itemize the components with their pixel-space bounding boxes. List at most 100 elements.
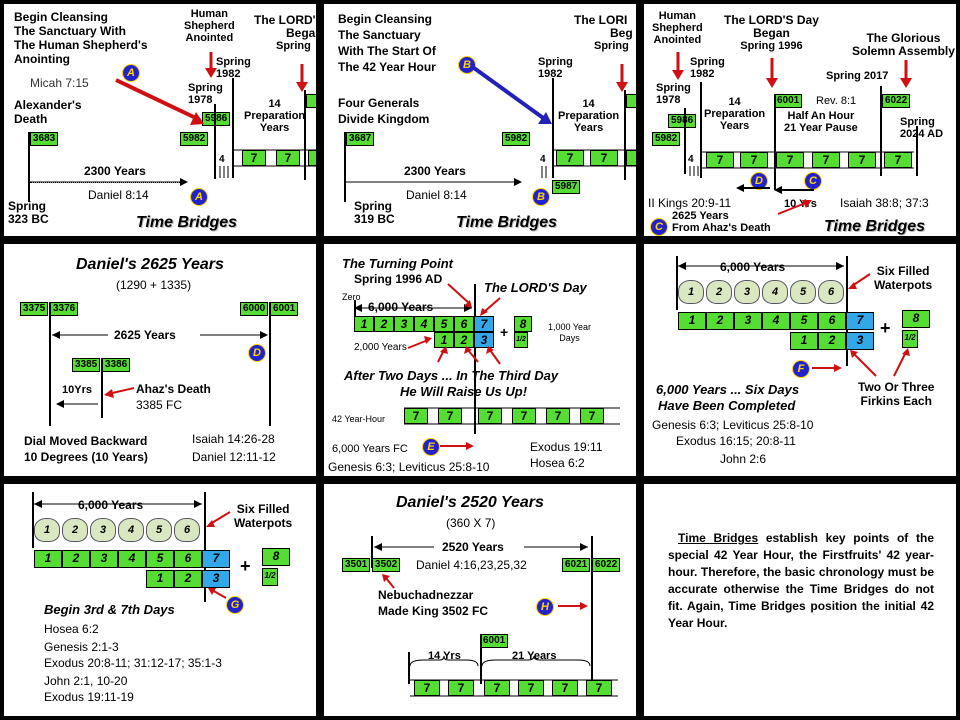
p1-1982: 1982	[216, 68, 241, 80]
p5-day-3: 3	[394, 316, 414, 332]
p7-begin-days: Begin 3rd & 7th Days	[44, 602, 175, 617]
p7-pot-6: 6	[174, 518, 200, 542]
p3-line-1982	[700, 82, 702, 178]
p1-2300-years: 2300 Years	[84, 164, 146, 178]
p8-label-3502: 3502	[372, 558, 401, 572]
p1-label-6-cut	[306, 94, 316, 108]
p5-day-b3: 3	[474, 332, 494, 348]
p5-day-b1: 1	[434, 332, 454, 348]
p3-solemn: Solemn Assembly	[852, 44, 955, 58]
p3-half-hour-t: Half An Hour	[787, 110, 855, 122]
p3-spring-2017: Spring 2017	[826, 70, 889, 82]
p9-body: establish key points of the special 42 Y…	[668, 531, 934, 630]
p1-human: Human	[190, 8, 228, 20]
panel-time-bridges-a: Begin Cleansing The Sanctuary With The H…	[4, 4, 316, 236]
p7-plus: +	[240, 556, 251, 576]
p2-preparation: Preparation	[558, 110, 620, 122]
p8-label-6022: 6022	[592, 558, 621, 572]
p5-2000: 2,000 Years	[354, 342, 407, 353]
p5-6000: 6,000 Years	[368, 300, 434, 314]
p5-thousand-t: 1,000 Year	[548, 322, 592, 332]
p3-rev81: Rev. 8:1	[816, 95, 857, 107]
p6-pot-6: 6	[818, 280, 844, 304]
p2-divide: Divide Kingdom	[338, 112, 430, 126]
p6-day-b2: 2	[818, 332, 846, 350]
p3-spring-a: Spring	[690, 56, 725, 68]
p2-beg: Beg	[610, 26, 633, 40]
p3-prep-years: 14 Preparation Years	[704, 96, 765, 132]
p3-arrows	[672, 52, 914, 215]
p8-sub: (360 X 7)	[446, 516, 496, 530]
p7-day-5: 5	[146, 550, 174, 568]
p7-day-3: 3	[90, 550, 118, 568]
p5-genesis: Genesis 6:3; Leviticus 25:8-10	[328, 460, 490, 474]
p8-line-left	[371, 536, 373, 568]
p4-label-3385: 3385	[72, 358, 101, 372]
p9-lead: Time Bridges	[678, 531, 759, 545]
p3-lords-day: The LORD'S Day Began Spring 1996	[724, 14, 819, 53]
p2-line-right	[624, 90, 626, 180]
p1-lords: The LORD'	[254, 13, 316, 27]
p1-shepherd: Shepherd	[184, 20, 235, 32]
p3-label-5986: 5986	[668, 114, 697, 128]
p3-spring-1982: Spring 1982	[690, 56, 725, 80]
p8-line-start	[408, 652, 410, 684]
p3-human: Human	[658, 10, 696, 22]
p6-pot-1: 1	[678, 280, 704, 304]
p5-half: 1/2	[514, 332, 528, 348]
p3-pause: 21 Year Pause	[784, 122, 858, 134]
p5-arrows	[354, 283, 620, 450]
p8-title: Daniel's 2520 Years	[396, 494, 544, 511]
p4-ten-yrs: 10Yrs	[62, 384, 92, 396]
p8-badge-h: H	[536, 598, 554, 616]
panel-time-bridges-b: Begin Cleansing The Sanctuary With The S…	[324, 4, 636, 236]
p2-label-3687: 3687	[346, 132, 375, 146]
p1-1978: 1978	[188, 94, 213, 106]
p5-thousand: 1,000 Year Days	[548, 322, 591, 344]
p3-kings: II Kings 20:9-11	[648, 196, 732, 210]
p7-arrows	[34, 500, 231, 599]
p2-prep-years: 14 Preparation Years	[558, 98, 619, 134]
p5-turning: The Turning Point	[342, 256, 453, 271]
p1-spring-bc-1: Spring	[8, 199, 46, 213]
p6-six-filled-t: Six Filled	[876, 264, 930, 278]
p3-spring1996: Spring 1996	[740, 40, 803, 52]
p3-began: Began	[753, 26, 790, 40]
p1-human-shepherds: The Human Shepherd's	[14, 38, 148, 52]
p6-arrows	[678, 262, 910, 377]
p8-label-3501: 3501	[342, 558, 371, 572]
p3-preparation: Preparation	[704, 108, 766, 120]
p1-human-shepherd-anointed: Human Shepherd Anointed	[184, 8, 235, 44]
p3-badge-c-mid: C	[804, 172, 822, 190]
p6-day-b3: 3	[846, 332, 874, 350]
p5-day-1: 1	[354, 316, 374, 332]
p7-pot-3: 3	[90, 518, 116, 542]
p5-spring1996: Spring 1996 AD	[354, 272, 443, 286]
p1-bega: Bega	[286, 26, 316, 40]
panel-turning-point: The Turning Point Spring 1996 AD The LOR…	[324, 244, 636, 476]
p3-line-2024	[916, 126, 918, 176]
p2-label-5982: 5982	[502, 132, 531, 146]
p2-14: 14	[582, 98, 595, 110]
p5-hosea: Hosea 6:2	[530, 456, 585, 470]
p6-badge-f: F	[792, 360, 810, 378]
p3-spring-c: Spring	[900, 116, 935, 128]
p7-pot-1: 1	[34, 518, 60, 542]
p5-day-4: 4	[414, 316, 434, 332]
p2-spring: Spring	[538, 56, 573, 68]
p1-line-1982	[232, 78, 234, 178]
p7-exodus2: Exodus 19:11-19	[44, 690, 134, 704]
p6-half: 1/2	[902, 330, 918, 348]
p8-2520: 2520 Years	[442, 540, 504, 554]
p3-line-1996	[774, 94, 776, 190]
p7-6000: 6,000 Years	[78, 498, 144, 512]
p7-waterpots: Waterpots	[234, 516, 293, 530]
p6-6000: 6,000 Years	[720, 260, 786, 274]
p5-day-5: 5	[434, 316, 454, 332]
p6-day-6: 6	[818, 312, 846, 330]
p8-nebu: Nebuchadnezzar	[378, 588, 474, 602]
p4-line-left	[49, 302, 51, 426]
p3-time-bridges: Time Bridges	[824, 218, 926, 235]
p7-genesis: Genesis 2:1-3	[44, 640, 119, 654]
p6-line-right	[846, 256, 848, 366]
